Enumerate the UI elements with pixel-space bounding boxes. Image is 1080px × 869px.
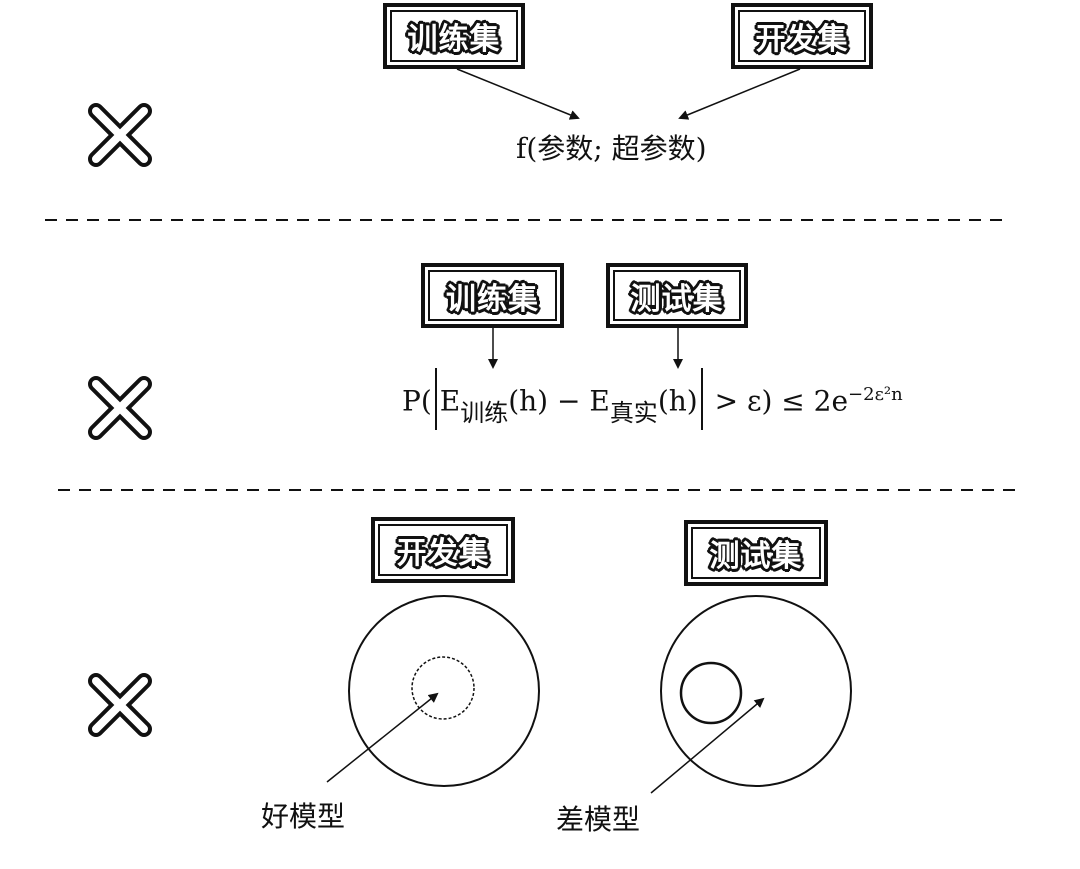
formula-h-minus: (h) − E: [508, 384, 610, 418]
good-model-label: 好模型: [261, 800, 346, 833]
dev-set-box: 开发集: [731, 3, 873, 69]
arrow-bad-model: [650, 697, 765, 794]
model-function-formula: f(参数; 超参数): [516, 127, 707, 167]
arrow-train-to-formula: [456, 68, 580, 120]
formula-prob: P(: [402, 384, 432, 418]
cross-icon: [88, 376, 152, 440]
test-set-label: 测试集: [709, 539, 803, 574]
train-set-label: 训练集: [446, 281, 539, 317]
formula-sub-true: 真实: [609, 398, 658, 427]
formula-text: f(参数; 超参数): [516, 132, 707, 165]
bad-model-label: 差模型: [556, 803, 641, 836]
formula-sub-train: 训练: [460, 398, 509, 427]
formula-e-train: E: [439, 384, 461, 418]
train-set-box: 训练集: [383, 3, 525, 69]
cross-icon: [88, 103, 152, 167]
arrow-dev-to-formula: [678, 68, 801, 120]
test-set-box: 测试集: [606, 263, 748, 328]
cross-icon: [88, 673, 152, 737]
train-set-box: 训练集: [421, 263, 564, 328]
formula-bound: > ε) ≤ 2e: [705, 384, 849, 418]
inner-circle-bad-model: [679, 661, 743, 725]
formula-h-true: (h): [657, 384, 698, 418]
train-set-label: 训练集: [407, 22, 501, 57]
abs-bar-left: [434, 368, 437, 430]
hoeffding-inequality-formula: P(E训练(h) − E真实(h) > ε) ≤ 2e−2ε²n: [402, 368, 903, 434]
dev-set-box: 开发集: [371, 517, 515, 583]
dev-set-label: 开发集: [755, 22, 849, 57]
outer-circle-test: [660, 595, 852, 787]
abs-bar-right: [700, 368, 703, 430]
test-set-box: 测试集: [684, 520, 828, 586]
inner-circle-good-model: [411, 656, 475, 720]
test-set-label: 测试集: [630, 281, 724, 317]
dev-set-label: 开发集: [396, 536, 490, 571]
formula-exponent: −2ε²n: [848, 384, 903, 406]
outer-circle-dev: [348, 595, 540, 787]
arrow-good-model: [326, 692, 439, 783]
